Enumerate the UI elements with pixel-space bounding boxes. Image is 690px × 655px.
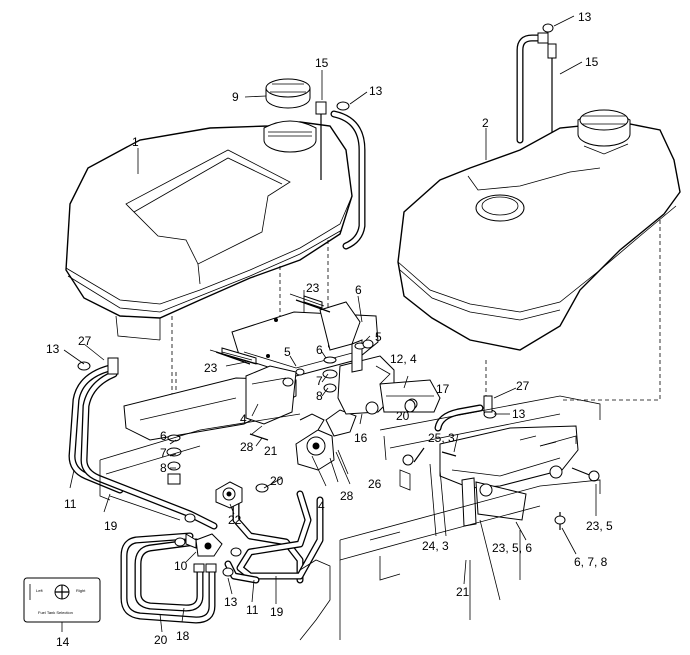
callout-15-tank1: 15 <box>315 56 329 70</box>
callout-13-tank1: 13 <box>369 84 383 98</box>
callout-14: 14 <box>56 635 70 649</box>
decal-bottom-label: Fuel Tank Selection <box>38 610 73 615</box>
decal-right-label: Right <box>76 588 86 593</box>
callout-9: 9 <box>232 90 239 104</box>
callout-20-a: 20 <box>396 409 410 423</box>
callout-28-b: 28 <box>340 489 354 503</box>
callout-16: 16 <box>354 431 368 445</box>
callout-8-a: 8 <box>316 389 323 403</box>
callout-28-a: 28 <box>240 440 254 454</box>
valve-22 <box>215 481 243 509</box>
callout-21-a: 21 <box>264 444 278 458</box>
bolts <box>215 299 600 530</box>
callout-4-b: 4 <box>318 499 325 513</box>
callout-18: 18 <box>176 629 190 643</box>
callout-20-b: 20 <box>270 474 284 488</box>
callout-23-b: 23 <box>204 361 218 375</box>
callout-10: 10 <box>174 559 188 573</box>
callout-17: 17 <box>436 382 450 396</box>
callout-11-a: 11 <box>64 497 77 511</box>
callout-23-5-6: 23, 5, 6 <box>492 541 532 555</box>
callout-15-top: 15 <box>585 55 599 69</box>
callout-4-a: 4 <box>240 412 247 426</box>
callout-23-a: 23 <box>306 281 320 295</box>
callout-22: 22 <box>228 513 242 527</box>
decal-left-label: Left <box>36 588 44 593</box>
callout-13-bottom: 13 <box>224 595 238 609</box>
fuel-cap <box>265 78 311 109</box>
right-tank-outlet-hose <box>107 357 493 432</box>
callout-13-top: 13 <box>578 10 592 24</box>
callout-27-left: 27 <box>78 334 92 348</box>
hose-clamps <box>77 361 497 577</box>
hardware-stack-left <box>166 434 182 485</box>
callout-labels: 1 2 9 13 15 15 13 13 27 23 6 5 23 5 6 7 … <box>46 10 613 649</box>
fuel-tank-selection-decal: Left Right Fuel Tank Selection <box>23 577 101 623</box>
callout-23-5: 23, 5 <box>586 519 613 533</box>
valve-assembly-right-center <box>337 339 441 415</box>
callout-8-b: 8 <box>160 461 167 475</box>
left-tank-vent-hose <box>330 110 366 250</box>
callout-1: 1 <box>132 135 139 149</box>
left-fuel-hoses <box>68 364 324 584</box>
callout-25-3: 25, 3 <box>428 431 455 445</box>
right-fuel-tank <box>397 109 681 351</box>
callout-2: 2 <box>482 116 489 130</box>
callout-5-a: 5 <box>375 330 382 344</box>
callout-6-c: 6 <box>160 429 167 443</box>
callout-19-b: 19 <box>270 605 284 619</box>
callout-7-b: 7 <box>160 446 167 460</box>
callout-20-c: 20 <box>154 633 168 647</box>
callout-13-left: 13 <box>46 342 60 356</box>
right-mounting-bracket <box>439 425 579 527</box>
left-fuel-tank <box>65 120 353 341</box>
callout-24-3: 24, 3 <box>422 539 449 553</box>
fuel-selector-valve <box>295 409 357 471</box>
hardware-stack-center <box>221 342 366 393</box>
callout-5-b: 5 <box>284 345 291 359</box>
leader-lines <box>61 15 597 633</box>
callout-12-4: 12, 4 <box>390 352 417 366</box>
callout-13-right: 13 <box>512 407 526 421</box>
bottom-fuel-hoses <box>120 532 217 624</box>
center-mounting-plate <box>231 293 379 377</box>
callout-7-a: 7 <box>316 374 323 388</box>
frame-rails <box>99 395 601 641</box>
right-tank-vent-tube <box>516 23 557 144</box>
callout-6-a: 6 <box>355 283 362 297</box>
callout-11-b: 11 <box>246 603 259 617</box>
callout-27-right: 27 <box>516 379 530 393</box>
fuel-shutoff-valve <box>185 533 223 557</box>
callout-19-a: 19 <box>104 519 118 533</box>
callout-21-b: 21 <box>456 585 470 599</box>
left-tank-vent-fitting <box>315 101 350 180</box>
callout-6-7-8: 6, 7, 8 <box>574 555 608 569</box>
callout-6-b: 6 <box>316 343 323 357</box>
callout-26: 26 <box>368 477 382 491</box>
